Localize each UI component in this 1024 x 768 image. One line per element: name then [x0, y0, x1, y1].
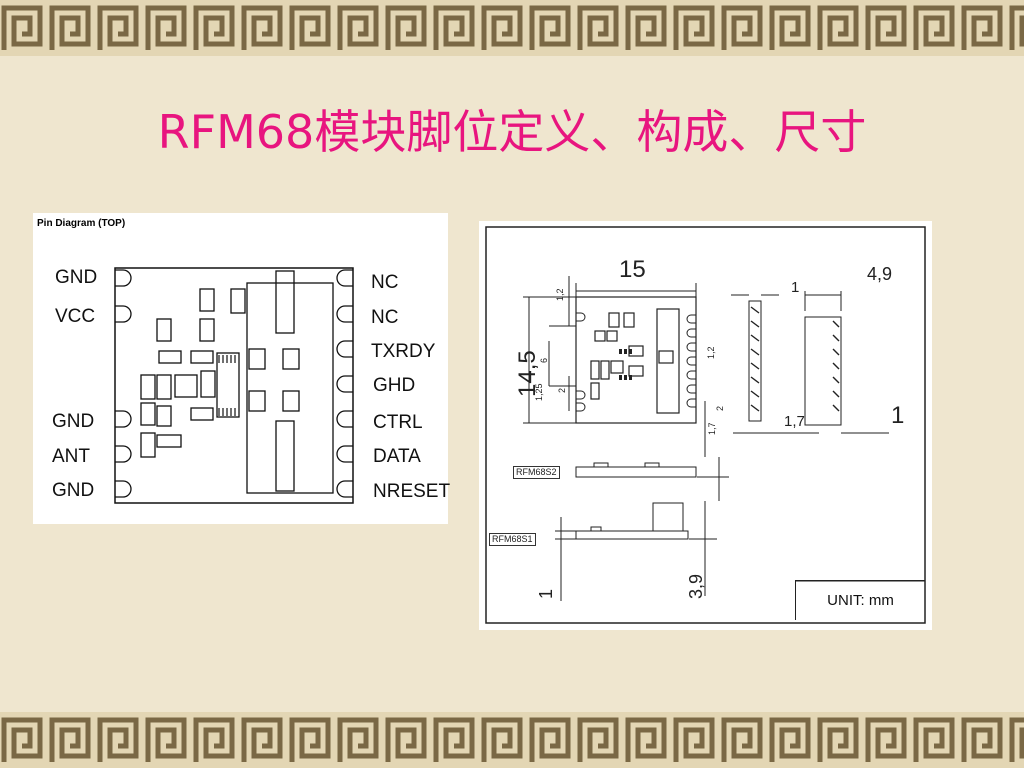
dimension-label: 1	[891, 402, 905, 429]
left-pin-label: ANT	[52, 446, 90, 467]
dimension-label: 1	[536, 588, 556, 599]
left-pin-label: GND	[52, 411, 95, 432]
pin-diagram-title: Pin Diagram (TOP)	[37, 218, 126, 229]
dimension-label: 3,9	[686, 573, 706, 599]
right-pin-label: CTRL	[373, 412, 423, 433]
right-pin-label: GHD	[373, 375, 416, 396]
dimension-label: 1,7	[707, 422, 717, 435]
dimension-drawing-graphic	[485, 226, 926, 624]
dimension-label: 2	[557, 387, 567, 393]
unit-label: UNIT: mm	[795, 580, 925, 620]
left-pin-label: VCC	[55, 306, 96, 327]
width-dimension: 15	[619, 256, 646, 283]
dimension-drawing-panel: 15 14,5 1,2 6 1,25 2 1,2 1,7 2 1 4,9 1,7…	[479, 221, 932, 630]
dimension-label: 1,25	[534, 383, 544, 401]
dimension-label: 1,2	[555, 288, 565, 301]
right-pin-label: NC	[371, 307, 399, 328]
left-pin-label: GND	[52, 480, 95, 501]
right-pin-label: TXRDY	[371, 341, 436, 362]
dimension-label: 2	[715, 405, 725, 411]
right-pin-label: DATA	[373, 446, 421, 467]
dimension-label: 6	[539, 357, 549, 363]
dimension-label: 1,2	[706, 346, 716, 359]
slide-title: RFM68模块脚位定义、构成、尺寸	[157, 105, 867, 159]
pin-diagram-graphic	[114, 267, 354, 504]
dimension-label: 1	[791, 279, 800, 296]
right-pin-label: NC	[371, 272, 399, 293]
dimension-label: 1,7	[784, 413, 805, 430]
top-border-decoration	[0, 0, 1024, 56]
model-tag-rfm68s1: RFM68S1	[489, 533, 536, 546]
model-tag-rfm68s2: RFM68S2	[513, 466, 560, 479]
bottom-border-decoration	[0, 712, 1024, 768]
pin-diagram-panel: Pin Diagram (TOP)	[33, 213, 451, 524]
dimension-label: 4,9	[867, 264, 893, 284]
right-pin-label: NRESET	[373, 481, 451, 502]
left-pin-label: GND	[55, 267, 98, 288]
